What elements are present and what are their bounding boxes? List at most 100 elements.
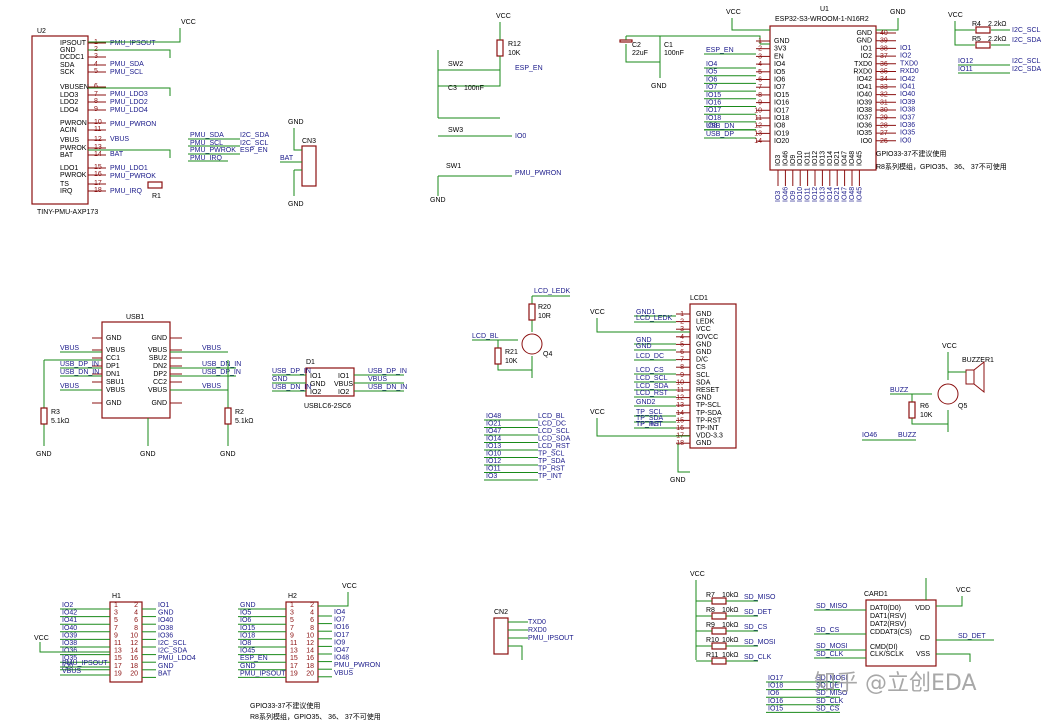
h1-right-net-label: IO1: [158, 602, 169, 609]
r6-ref: R6: [920, 403, 929, 410]
pmu-part-name: TINY-PMU-AXP173: [37, 209, 98, 216]
lcd-pin-label: GND: [696, 395, 712, 402]
h1-pin-number: 1: [114, 602, 118, 609]
pmu-pin-label: VBUSEN: [60, 84, 89, 91]
lcd-map-net-label: TP_SDA: [538, 458, 566, 465]
h1-pin-number: 14: [130, 648, 138, 655]
lcd-net-label: GND: [636, 337, 652, 344]
pmu-chip-body: [31, 35, 89, 205]
pmu-net-ldo2: PMU_LDO2: [110, 99, 148, 106]
esp-bottom-net-label: IO12: [812, 187, 819, 202]
esp-bottom-pin-group: IO3IO3IO46IO46IO9IO9IO10IO10IO11IO11IO12…: [775, 151, 863, 202]
lcd-pin-label: TP-SCL: [696, 402, 721, 409]
h2-block: H2 GNDIO5IO6IO15IO18IO8IO45ESP_ENGNDPMU_…: [238, 583, 381, 721]
lcd-pin-label: LEDK: [696, 319, 715, 326]
usb-left-pin-label: CC1: [106, 355, 120, 362]
h2-pin-number: 3: [290, 610, 294, 617]
esp-left-net-label: USB_DP: [706, 131, 734, 138]
h1-left-net-label: IO35: [62, 655, 77, 662]
esp-left-pin-label: IO19: [774, 130, 789, 137]
c1-ref: C1: [664, 42, 673, 49]
h1-right-net-label: BAT: [158, 670, 172, 677]
h2-right-net-label: IO48: [334, 655, 349, 662]
h1-left-net-label: IO2: [62, 602, 73, 609]
esp-right-pin-label: GND: [856, 30, 872, 37]
esp-module-body: [769, 25, 877, 171]
sd-pullup-ref: R7: [706, 592, 715, 599]
pmu-net-irq: PMU_IRQ: [110, 188, 142, 195]
esp-block: U1 ESP32-S3-WROOM-1-N16R2 VCC GND C2 22u…: [619, 6, 1007, 202]
h2-pin-number: 14: [306, 648, 314, 655]
sd-pullup-val: 10kΩ: [722, 622, 739, 629]
esp-right-pin-group: GND40GND39IO138IO237TXD036RXD035IO4234IO…: [853, 30, 918, 145]
h1-pin-number: 10: [130, 632, 138, 639]
sd-pullup-val: 10kΩ: [722, 652, 739, 659]
esp-right-net-label: IO2: [900, 53, 911, 60]
buzzer-net: BUZZ: [890, 387, 909, 394]
esd-part-name: USBLC6-2SC6: [304, 403, 351, 410]
usb-pin-group: GNDVBUSCC1DP1DN1SBU1VBUSGNDGNDVBUSSBU2DN…: [92, 335, 182, 407]
esp-left-pin-group: GND13V32EN3IO44IO55IO66IO77IO158IO169IO1…: [704, 38, 790, 145]
card-pin-label: CLK/SCLK: [870, 651, 904, 658]
pullup-vcc: VCC: [948, 12, 963, 19]
lcd-map-io-label: IO21: [486, 421, 501, 428]
pmu-vbusen-wire: [88, 87, 171, 96]
c2-ref: C2: [632, 42, 641, 49]
card-wires: [925, 578, 994, 662]
usb-net-vbus-r2: VBUS: [202, 383, 221, 390]
h2-left-net-label: IO6: [240, 617, 251, 624]
pmu-pin-label: LDO1: [60, 165, 78, 172]
sd-map-net-label: SD_DET: [816, 683, 844, 690]
h2-pin-number: 5: [290, 617, 294, 624]
sw3-ref: SW3: [448, 127, 463, 134]
sw-gnd: GND: [430, 197, 446, 204]
sd-map-net-label: SD_MISO: [816, 690, 848, 697]
h2-right-net-label: IO16: [334, 624, 349, 631]
esp-bottom-pin-label: IO21: [834, 151, 841, 166]
esd-pin-io2r: IO2: [338, 389, 349, 396]
usb-gnd-m: GND: [140, 451, 156, 458]
lcd-block: LCD1 GND1LEDK2VCC3IOVCC4GND5GND6D/C7CS8S…: [590, 295, 737, 484]
cn2-net-ipsout: PMU_IPSOUT: [528, 635, 574, 642]
sd-pullup-val: 10kΩ: [722, 637, 739, 644]
r2-body: [224, 407, 232, 425]
esd-net-dp-l: USB_DP_IN: [272, 368, 311, 375]
esp-right-net-label: IO1: [900, 45, 911, 52]
card-pin-group: DAT0(D0)DAT1(RSV)DAT2(RSV)CDDAT3(CS)CMD(…: [814, 603, 930, 659]
esp-right-pin-label: GND: [856, 38, 872, 45]
h1-right-net-label: I2C_SDA: [158, 648, 188, 655]
pmu-bat-gnd-wire: [88, 149, 171, 158]
usb-left-pin-label: VBUS: [106, 347, 125, 354]
c1-val: 100nF: [664, 50, 684, 57]
cn3-ref: CN3: [302, 138, 316, 145]
esp-right-net-label: IO42: [900, 76, 915, 83]
pmu-net-bat: BAT: [110, 151, 124, 158]
esp-right-net-label: IO38: [900, 107, 915, 114]
pmu-pin-group: IPSOUT1GND2DCDC13SDA4SCK5VBUSEN6LDO37LDO…: [60, 39, 106, 195]
q5-symbol: [937, 383, 959, 405]
esd-wires: [272, 374, 404, 392]
lcd-pin-label: CS: [696, 364, 706, 371]
esp-right-pin-label: IO1: [861, 45, 872, 52]
usb-block: USB1 GNDVBUSCC1DP1DN1SBU1VBUSGNDGNDVBUSS…: [36, 314, 253, 458]
esd-body: [305, 367, 355, 397]
h1-vcc-wire: [39, 642, 110, 653]
sd-pullup-ref: R9: [706, 622, 715, 629]
cn2-block: CN2 TXD0 RXD0 PMU_IPSOUT: [493, 609, 574, 660]
lcd-map-net-label: LCD_DC: [538, 421, 566, 428]
buzzer-wires: [890, 352, 966, 432]
usb-right-pin-label: VBUS: [148, 387, 167, 394]
usb-left-pin-label: GND: [106, 400, 122, 407]
esp-right-net-label: IO37: [900, 114, 915, 121]
cn3-body: [301, 145, 317, 187]
sw-net-esp-en: ESP_EN: [515, 65, 543, 72]
h2-vcc: VCC: [342, 583, 357, 590]
esp-left-pin-label: IO7: [774, 84, 785, 91]
c3-ref: C3: [448, 85, 457, 92]
sd-pullup-val: 10kΩ: [722, 607, 739, 614]
esp-bottom-pin-label: IO45: [856, 151, 863, 166]
switch-block: VCC R12 10K SW2 ESP_EN C3 100nF SW3 IO0 …: [430, 13, 561, 204]
esd-net-dn-r: USB_DN_IN: [368, 384, 407, 391]
card-pin-label: DAT0(D0): [870, 605, 901, 612]
